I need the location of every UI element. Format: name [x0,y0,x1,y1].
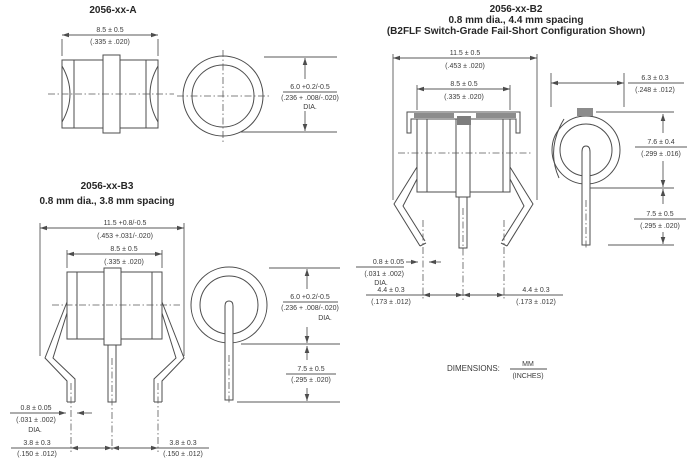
dim-in-label: (.173 ± .012) [516,299,556,306]
dim-dia-suffix: DIA. [374,280,388,287]
diagram-b2-title: 2056-xx-B2 [490,4,543,15]
diagram-a-side-view [48,54,174,134]
diagram-b2-config-note: (B2FLF Switch-Grade Fail-Short Configura… [387,26,645,37]
diagram-b2-body-width-dimension: 8.5 ± 0.5 (.335 ± .020) [416,81,511,110]
dim-in-label: (.335 ± .020) [444,94,484,101]
dim-mm-label: 3.8 ± 0.3 [23,440,50,447]
dim-mm-label: 6.3 ± 0.3 [641,75,668,82]
diagram-b2-lead-diameter-dimension: 0.8 ± 0.05 (.031 ± .002) DIA. [356,259,441,287]
center-electrode-band [103,267,122,346]
diagram-b3-title: 2056-xx-B3 [81,181,134,192]
dim-mm-label: 7.5 ± 0.5 [297,366,324,373]
dim-in-label: (.335 ± .020) [104,259,144,266]
dim-in-label: (.031 ± .002) [364,271,404,278]
diagram-b2-side-view [393,111,534,300]
dim-in-label: (.031 ± .002) [16,417,56,424]
diagram-b3: 2056-xx-B3 0.8 mm dia., 3.8 mm spacing 1… [10,181,340,458]
dim-mm-label: 7.6 ± 0.4 [647,139,674,146]
dim-in-label: (.295 ± .020) [291,377,331,384]
units-note-inches: (INCHES) [512,373,543,380]
diagram-a-width-dimension: 8.5 ± 0.5 (.335 ± .020) [61,27,159,56]
dim-mm-label: 7.5 ± 0.5 [646,211,673,218]
dim-in-label: (.453 ± .020) [445,63,485,70]
lead [224,300,234,401]
dim-mm-label: 0.8 ± 0.05 [20,405,51,412]
diagram-b2-end-view [551,108,621,250]
diagram-b3-overall-width-dimension: 11.5 +0.8/-0.5 (.453 +.031/-.020) [39,220,185,356]
dim-mm-label: 11.5 +0.8/-0.5 [104,220,147,227]
dim-in-label: (.150 ± .012) [163,451,203,458]
diagram-b2-body-height-dimension: 7.6 ± 0.4 (.299 ± .016) [590,111,687,189]
diagram-b2-overall-width-dimension: 11.5 ± 0.5 (.453 ± .020) [392,50,538,200]
dim-mm-label: 4.4 ± 0.3 [522,287,549,294]
dim-mm-label: 8.5 ± 0.5 [96,27,123,34]
dim-mm-label: 0.8 ± 0.05 [373,259,404,266]
dim-mm-label: 6.0 +0.2/-0.5 [290,84,330,91]
dim-in-label: (.150 ± .012) [17,451,57,458]
solder-pellet [457,116,471,125]
dim-mm-label: 8.5 ± 0.5 [110,246,137,253]
dim-mm-label: 11.5 ± 0.5 [450,50,481,57]
diagram-b2: 2056-xx-B2 0.8 mm dia., 4.4 mm spacing (… [356,4,687,306]
diagram-a-diameter-dimension: 6.0 +0.2/-0.5 (.236 + .008/-.020) DIA. [240,56,339,133]
lead [581,145,591,246]
diagram-b3-lead-diameter-dimension: 0.8 ± 0.05 (.031 ± .002) DIA. [10,405,92,434]
diagram-a-title: 2056-xx-A [89,5,136,16]
dim-in-label: (.236 + .008/-.020) [281,95,339,102]
diagram-b3-lead-spacing-dimensions: 3.8 ± 0.3 (.150 ± .012) 3.8 ± 0.3 (.150 … [11,440,209,458]
diagram-a-end-view [177,50,269,142]
clip-shading-left [414,113,454,118]
diagram-b3-lead-length-dimension: 7.5 ± 0.5 (.295 ± .020) [237,346,340,403]
diagram-b2-clip-width-dimension: 6.3 ± 0.3 (.248 ± .012) [550,73,684,107]
dim-in-label: (.299 ± .016) [641,151,681,158]
center-electrode-band [455,117,471,198]
diagram-b2-lead-spacing-dimensions: 4.4 ± 0.3 (.173 ± .012) 4.4 ± 0.3 (.173 … [366,287,563,306]
dim-dia-suffix: DIA. [318,315,332,322]
diagram-b3-body-width-dimension: 8.5 ± 0.5 (.335 ± .020) [66,246,163,268]
dim-in-label: (.295 ± .020) [640,223,680,230]
dim-dia-suffix: DIA. [28,427,42,434]
dim-in-label: (.236 + .008/-.020) [281,305,339,312]
dim-in-label: (.248 ± .012) [635,87,675,94]
diagram-b3-subtitle: 0.8 mm dia., 3.8 mm spacing [39,196,174,207]
dim-mm-label: 4.4 ± 0.3 [377,287,404,294]
diagram-b3-end-view [190,266,268,404]
diagram-b2-subtitle: 0.8 mm dia., 4.4 mm spacing [448,15,583,26]
diagram-a: 2056-xx-A 8.5 ± 0.5 (.335 ± .020) 6.0 +0… [48,5,339,142]
dim-mm-label: 6.0 +0.2/-0.5 [290,294,330,301]
diagram-b3-diameter-dimension: 6.0 +0.2/-0.5 (.236 + .008/-.020) DIA. [241,267,340,345]
clip-edge-arc [553,118,565,179]
dim-in-label: (.453 +.031/-.020) [97,233,153,240]
diagram-b2-lead-length-dimension: 7.5 ± 0.5 (.295 ± .020) [608,189,686,246]
dim-in-label: (.335 ± .020) [90,39,130,46]
diagram-b3-side-view [44,267,185,452]
dim-mm-label: 3.8 ± 0.3 [169,440,196,447]
units-note-label: DIMENSIONS: [447,364,500,373]
dim-dia-suffix: DIA. [303,104,317,111]
clip-shading-right [476,113,516,118]
dim-in-label: (.173 ± .012) [371,299,411,306]
clip-tab [577,108,593,116]
dim-mm-label: 8.5 ± 0.5 [450,81,477,88]
units-note-mm: MM [522,361,534,368]
units-note: DIMENSIONS: MM (INCHES) [447,361,547,380]
